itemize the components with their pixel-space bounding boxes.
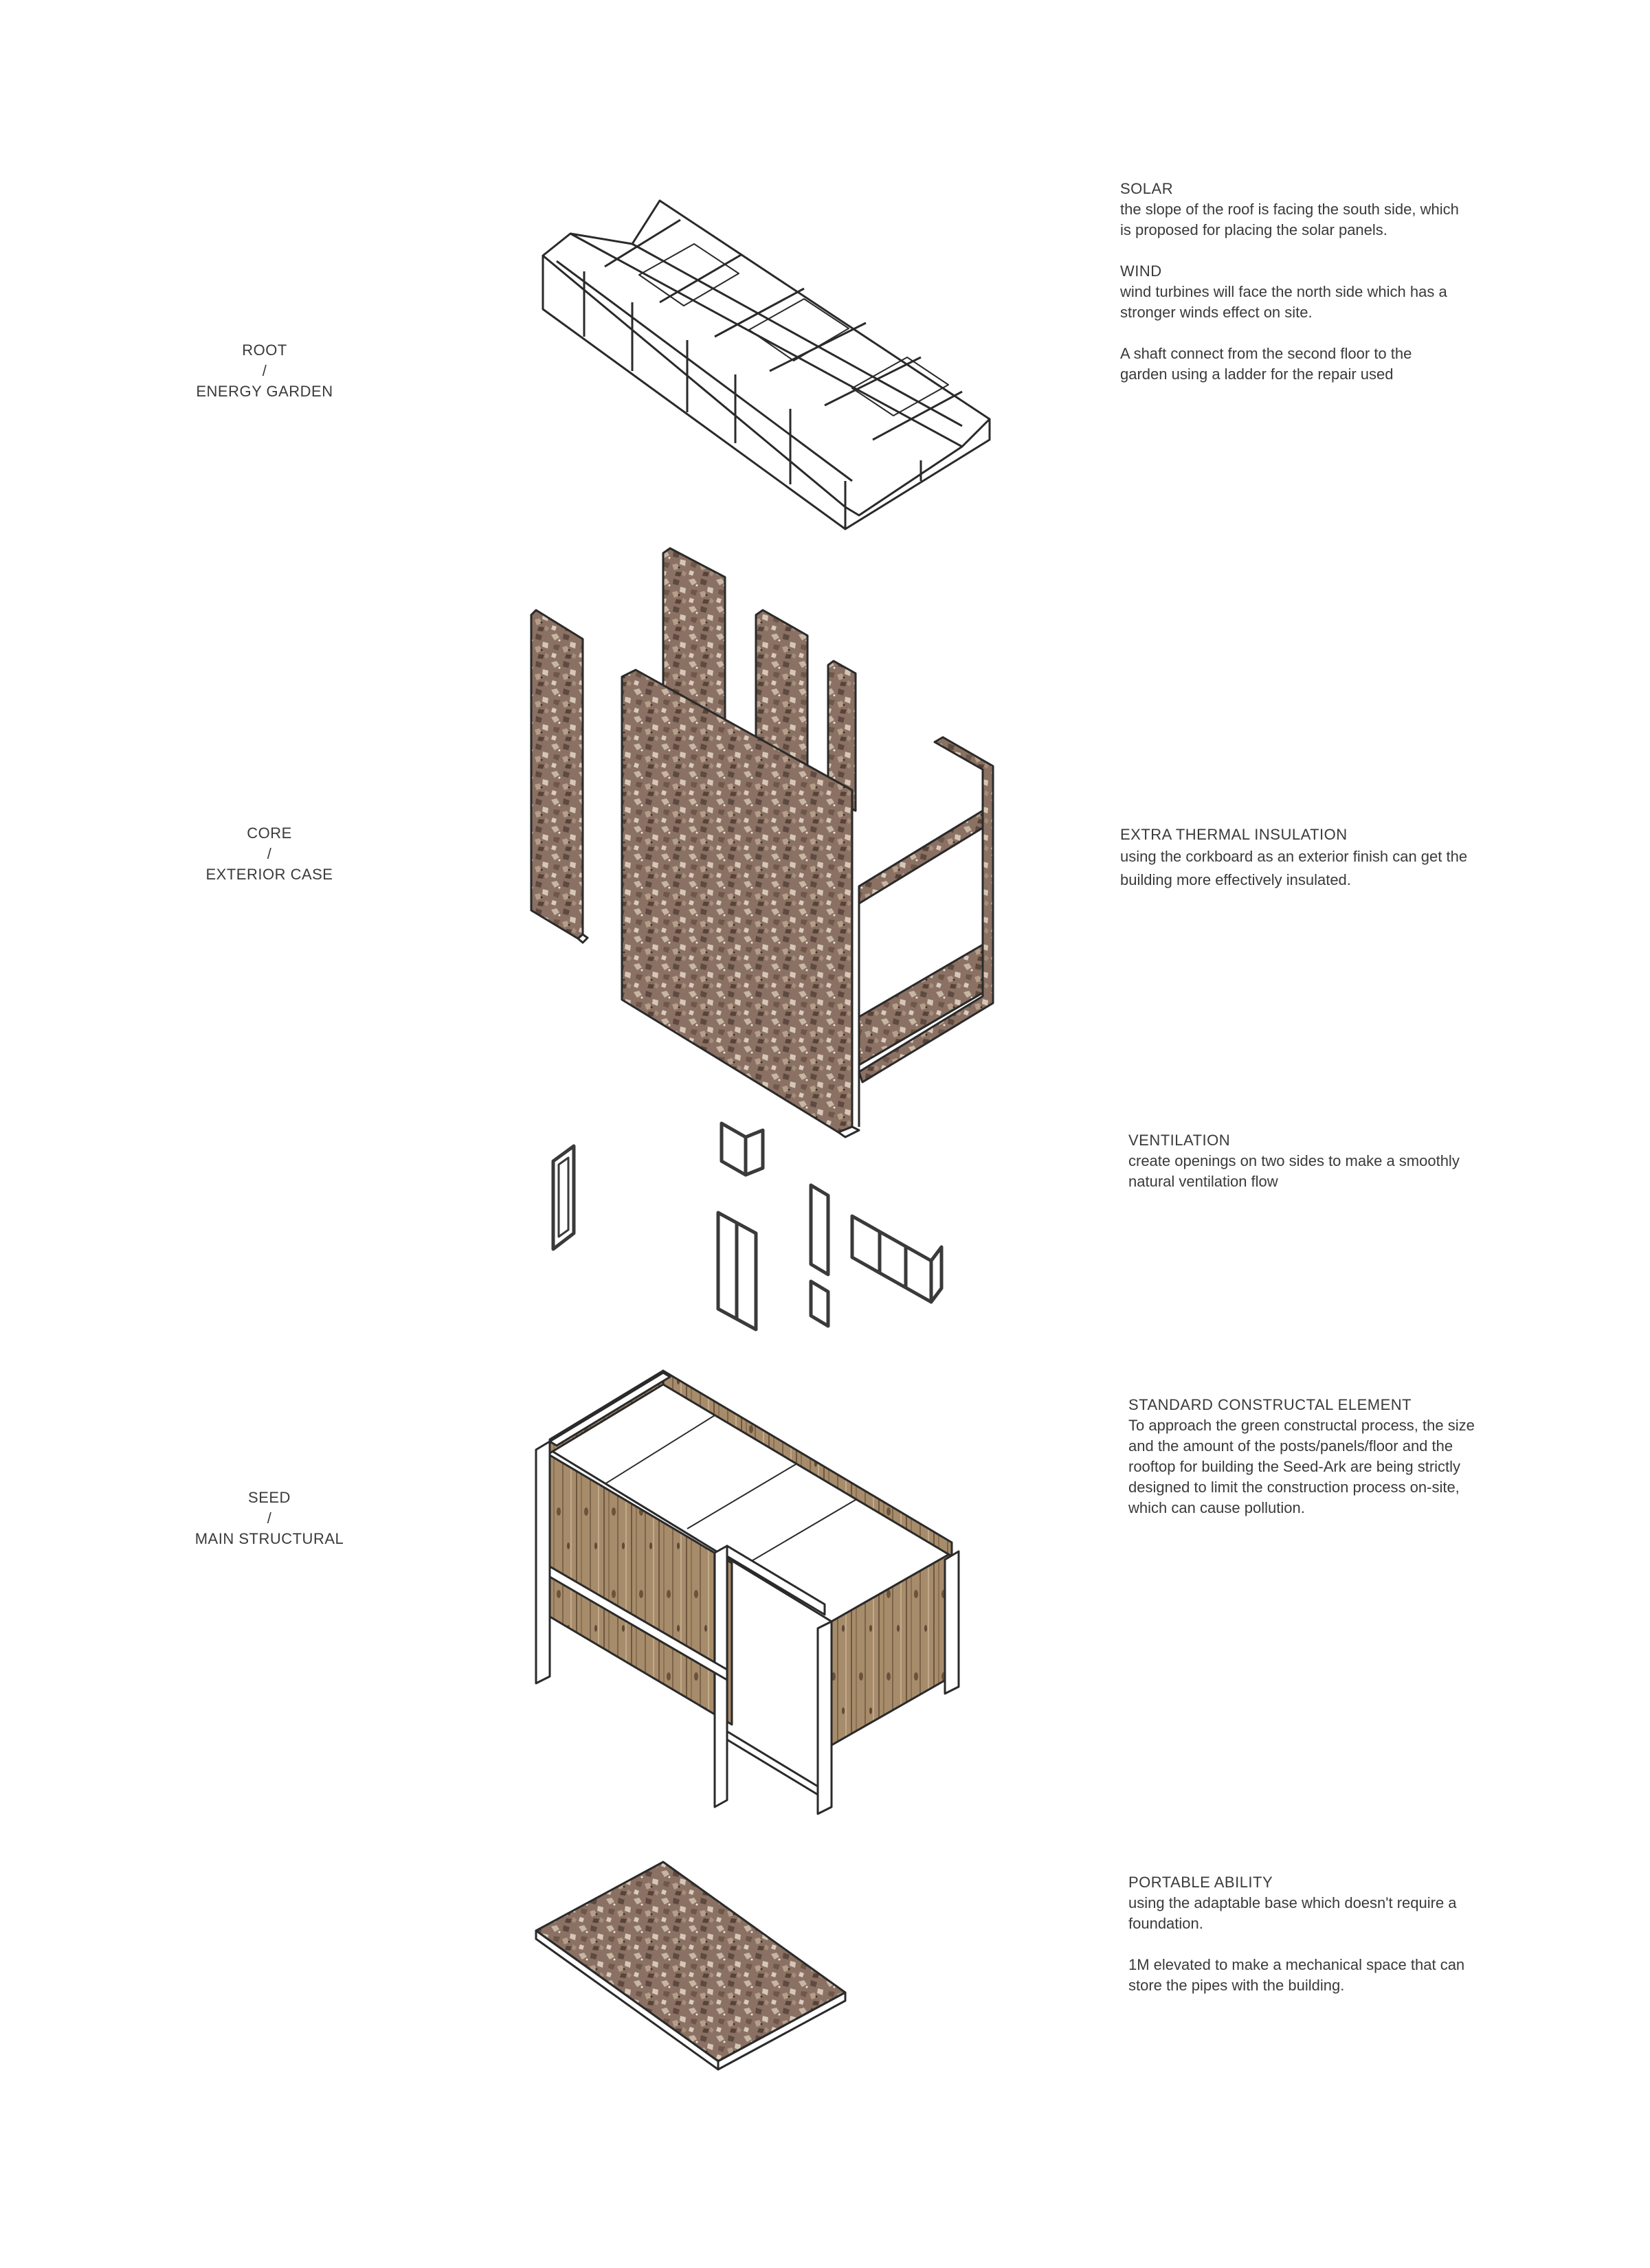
- roof-frame-drawing: [542, 199, 991, 530]
- layer-label-line: /: [262, 362, 267, 379]
- note-heading: PORTABLE ABILITY: [1128, 1874, 1273, 1891]
- note-heading: VENTILATION: [1128, 1132, 1231, 1149]
- layer-label-line: SEED: [248, 1489, 291, 1506]
- note-body: using the corkboard as an exterior finis…: [1120, 848, 1468, 888]
- note-body: wind turbines will face the north side w…: [1120, 283, 1447, 321]
- note-body: 1M elevated to make a mechanical space t…: [1128, 1956, 1465, 1994]
- note-block-roof: SOLAR the slope of the roof is facing th…: [1120, 179, 1505, 385]
- note-heading: WIND: [1120, 262, 1162, 280]
- layer-label-line: ENERGY GARDEN: [196, 383, 333, 400]
- note-block-structure: STANDARD CONSTRUCTAL ELEMENT To approach…: [1128, 1395, 1513, 1518]
- main-structure-drawing: [535, 1369, 960, 1815]
- note-block-base: PORTABLE ABILITY using the adaptable bas…: [1128, 1872, 1513, 1996]
- note-body: create openings on two sides to make a s…: [1128, 1152, 1460, 1190]
- exterior-case-drawing: [530, 547, 994, 1138]
- window-frames-drawing: [551, 1121, 944, 1332]
- note-heading: EXTRA THERMAL INSULATION: [1120, 826, 1348, 843]
- layer-label-line: EXTERIOR CASE: [205, 866, 333, 883]
- note-body: A shaft connect from the second floor to…: [1120, 345, 1412, 383]
- base-slab-drawing: [535, 1861, 847, 2071]
- layer-label-line: /: [267, 1509, 272, 1527]
- layer-label-core: CORE / EXTERIOR CASE: [132, 823, 407, 885]
- layer-label-line: ROOT: [242, 341, 287, 359]
- note-body: the slope of the roof is facing the sout…: [1120, 201, 1459, 238]
- note-body: using the adaptable base which doesn't r…: [1128, 1894, 1457, 1932]
- layer-label-line: MAIN STRUCTURAL: [194, 1530, 344, 1547]
- note-body: To approach the green constructal proces…: [1128, 1417, 1475, 1516]
- note-heading: SOLAR: [1120, 180, 1174, 197]
- layer-label-root: ROOT / ENERGY GARDEN: [127, 340, 402, 402]
- note-block-ventilation: VENTILATION create openings on two sides…: [1128, 1130, 1513, 1192]
- layer-label-seed: SEED / MAIN STRUCTURAL: [132, 1487, 407, 1549]
- layer-label-line: CORE: [247, 824, 292, 842]
- note-heading: STANDARD CONSTRUCTAL ELEMENT: [1128, 1396, 1412, 1413]
- note-block-core: EXTRA THERMAL INSULATION using the corkb…: [1120, 824, 1505, 892]
- layer-label-line: /: [267, 845, 272, 862]
